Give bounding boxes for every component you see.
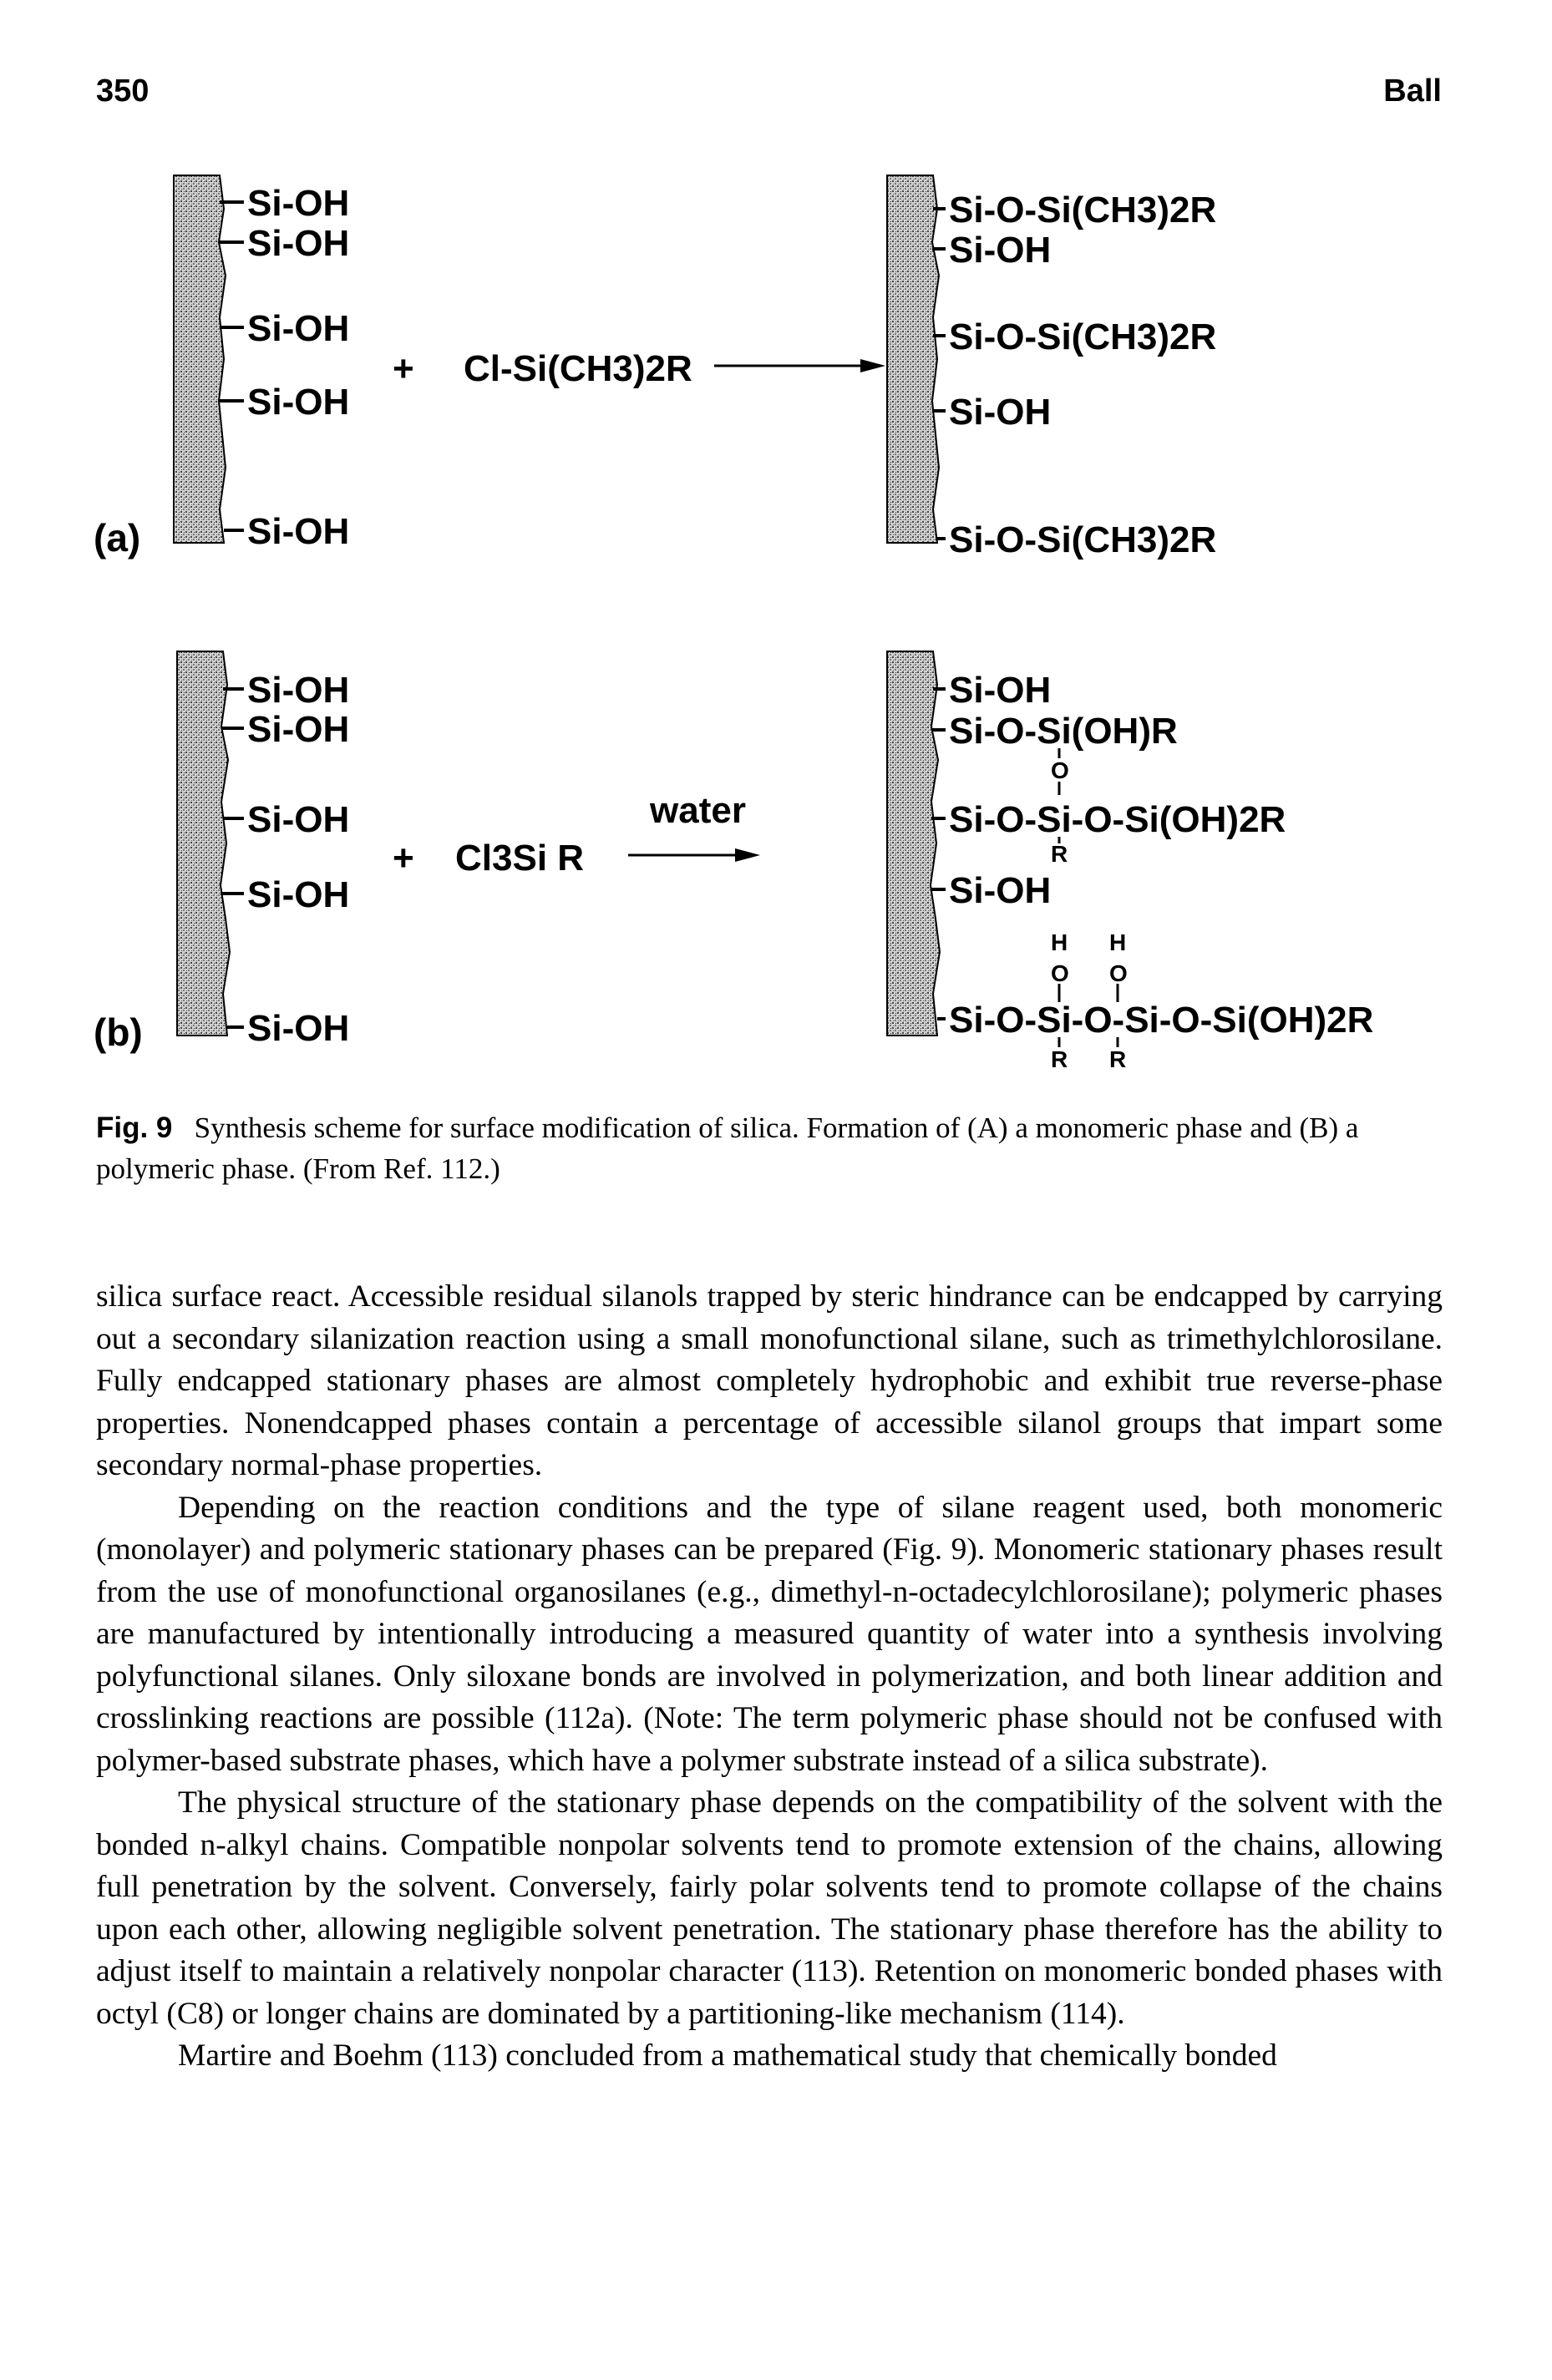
silica-surface-b-right xyxy=(886,651,941,1036)
body-text: silica surface react. Accessible residua… xyxy=(96,1276,1443,2078)
svg-text:R: R xyxy=(1051,1046,1068,1072)
svg-text:O: O xyxy=(1109,960,1128,986)
group-b-right-1: Si-OH xyxy=(949,670,1051,711)
group-a-left-1: Si-OH xyxy=(247,183,349,224)
arrow-label-water: water xyxy=(649,790,746,831)
paragraph-4: Martire and Boehm (113) concluded from a… xyxy=(178,2038,1277,2073)
group-a-right-2: Si-OH xyxy=(949,230,1051,271)
group-a-right-1: Si-O-Si(CH3)2R xyxy=(949,190,1216,230)
paragraph-3: The physical structure of the stationary… xyxy=(96,1785,1443,2031)
group-b-left-3: Si-OH xyxy=(247,799,349,840)
panel-a-label: (a) xyxy=(94,516,140,560)
svg-text:R: R xyxy=(1109,1046,1126,1072)
group-b-left-4: Si-OH xyxy=(247,874,349,915)
svg-text:H: H xyxy=(1051,929,1068,955)
silica-surface-a-left xyxy=(173,175,227,544)
plus-sign-a: + xyxy=(393,348,414,389)
branch-atoms-b: O R H O H O R R xyxy=(1051,748,1128,1072)
reagent-a: Cl-Si(CH3)2R xyxy=(464,348,692,389)
group-b-right-5: Si-O-Si-O-Si-O-Si(OH)2R xyxy=(949,1000,1373,1041)
panel-b-label: (b) xyxy=(94,1010,143,1054)
reaction-arrowhead-b xyxy=(735,848,760,862)
group-b-right-2: Si-O-Si(OH)R xyxy=(949,711,1178,752)
group-a-left-3: Si-OH xyxy=(247,308,349,349)
reagent-b: Cl3Si R xyxy=(455,838,584,879)
figure-label: Fig. 9 xyxy=(96,1112,173,1144)
svg-text:O: O xyxy=(1051,960,1069,986)
paragraph-2: Depending on the reaction conditions and… xyxy=(96,1490,1443,1778)
running-head: Ball xyxy=(1383,73,1442,109)
plus-sign-b: + xyxy=(393,838,414,879)
group-b-left-2: Si-OH xyxy=(247,709,349,750)
group-a-right-5: Si-O-Si(CH3)2R xyxy=(949,519,1216,560)
page-number: 350 xyxy=(96,73,150,109)
svg-text:R: R xyxy=(1051,841,1068,867)
group-b-right-4: Si-OH xyxy=(949,870,1051,911)
figure-caption-text: Synthesis scheme for surface modificatio… xyxy=(96,1112,1359,1185)
figure-caption: Fig. 9 Synthesis scheme for surface modi… xyxy=(96,1107,1443,1189)
svg-text:H: H xyxy=(1109,929,1126,955)
reaction-scheme-figure: (a) Si-OH Si-OH Si-OH Si-OH Si-OH + Cl-S… xyxy=(94,175,1373,1072)
group-b-left-5: Si-OH xyxy=(247,1008,349,1049)
group-b-left-1: Si-OH xyxy=(247,670,349,711)
group-a-left-2: Si-OH xyxy=(247,223,349,264)
group-b-right-3: Si-O-Si-O-Si(OH)2R xyxy=(949,799,1286,840)
reaction-arrowhead-a xyxy=(860,359,885,372)
svg-text:O: O xyxy=(1051,757,1069,783)
paragraph-1: silica surface react. Accessible residua… xyxy=(96,1279,1443,1482)
silica-surface-b-left xyxy=(176,651,231,1036)
silica-surface-a-right xyxy=(886,175,941,544)
group-a-left-4: Si-OH xyxy=(247,382,349,423)
group-a-left-5: Si-OH xyxy=(247,511,349,552)
group-a-right-3: Si-O-Si(CH3)2R xyxy=(949,316,1216,357)
group-a-right-4: Si-OH xyxy=(949,392,1051,433)
